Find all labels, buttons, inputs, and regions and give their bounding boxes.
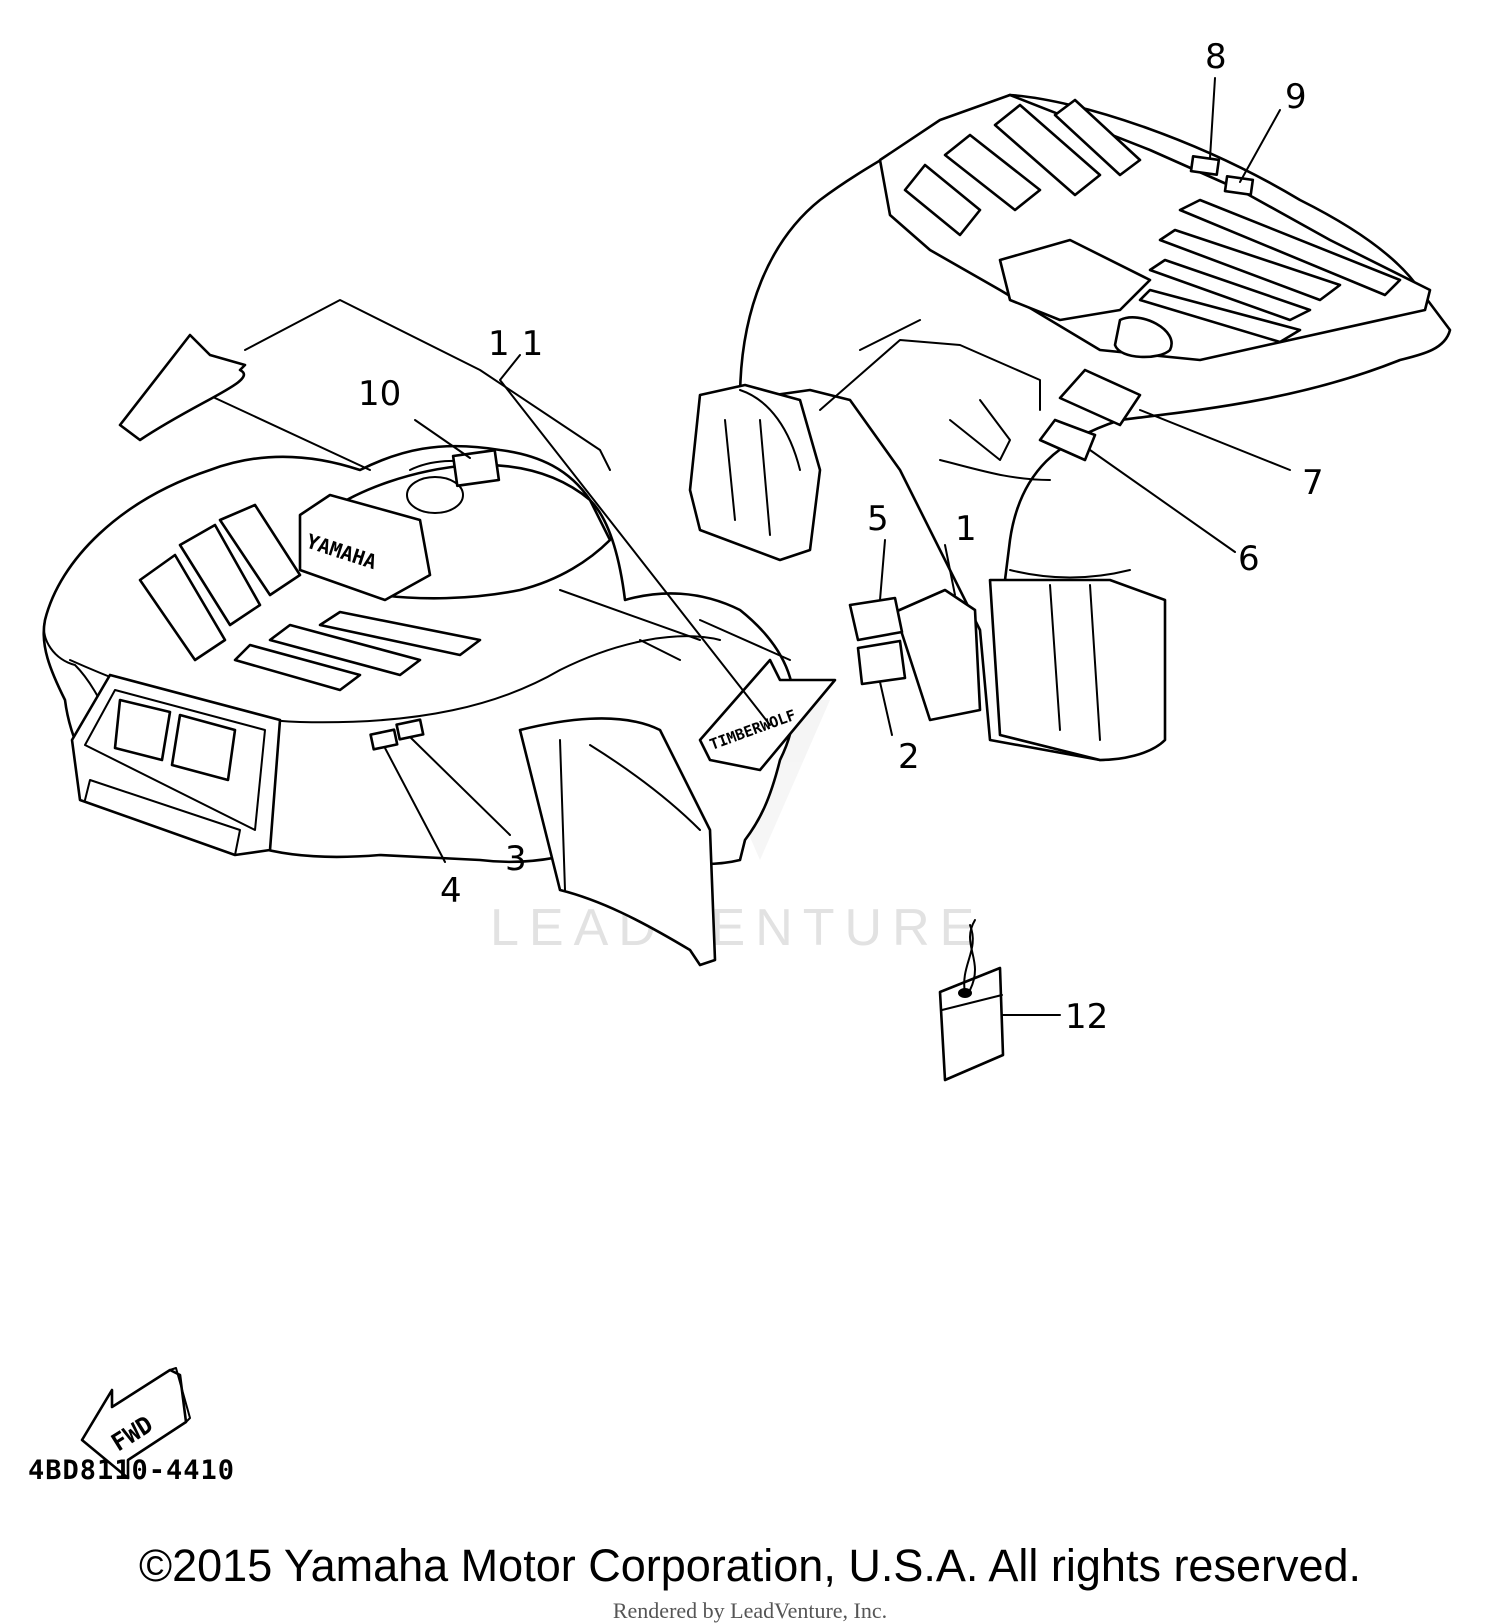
callout-2: 2 — [898, 737, 920, 777]
decal-1 — [893, 588, 982, 722]
decal-sheet-11 — [118, 299, 791, 661]
fwd-label: FWD — [106, 1410, 158, 1457]
decal-5 — [848, 596, 904, 642]
loose-decals — [848, 588, 982, 722]
decal-2 — [856, 639, 907, 686]
rear-fender — [688, 93, 1452, 762]
rear-rack-slats — [903, 98, 1402, 344]
decal-8 — [1189, 154, 1221, 177]
hang-tag-12 — [938, 919, 1005, 1082]
rendered-by-text: Rendered by LeadVenture, Inc. — [612, 1598, 888, 1623]
callout-1: 1 — [955, 509, 977, 549]
watermark-text: LEADVENTURE — [490, 899, 984, 957]
callout-7: 7 — [1302, 463, 1324, 503]
callout-10: 10 — [358, 374, 401, 414]
decal-4 — [369, 728, 399, 751]
part-code: 4BD8110-4410 — [28, 1455, 236, 1486]
copyright-text: ©2015 Yamaha Motor Corporation, U.S.A. A… — [138, 1540, 1362, 1591]
timberwolf-decal: TIMBERWOLF — [698, 658, 837, 772]
decal-7 — [1058, 368, 1142, 427]
front-fender: YAMAHA — [42, 444, 796, 967]
callouts: 1 2 3 4 5 6 7 8 9 10 11 12 — [358, 37, 1324, 1037]
callout-11: 11 — [488, 324, 555, 364]
leader-lines — [384, 77, 1291, 1016]
callout-3: 3 — [505, 839, 527, 879]
decal-3 — [395, 718, 425, 741]
callout-5: 5 — [867, 499, 889, 539]
callout-4: 4 — [440, 871, 462, 911]
decal-10 — [451, 448, 501, 488]
callout-9: 9 — [1285, 77, 1307, 117]
headlight-cowl — [70, 673, 282, 857]
decal-9 — [1223, 174, 1255, 197]
callout-6: 6 — [1238, 539, 1260, 579]
decal-6 — [1038, 418, 1097, 462]
callout-8: 8 — [1205, 37, 1227, 77]
front-rack-slats — [138, 503, 482, 692]
callout-12: 12 — [1065, 997, 1108, 1037]
